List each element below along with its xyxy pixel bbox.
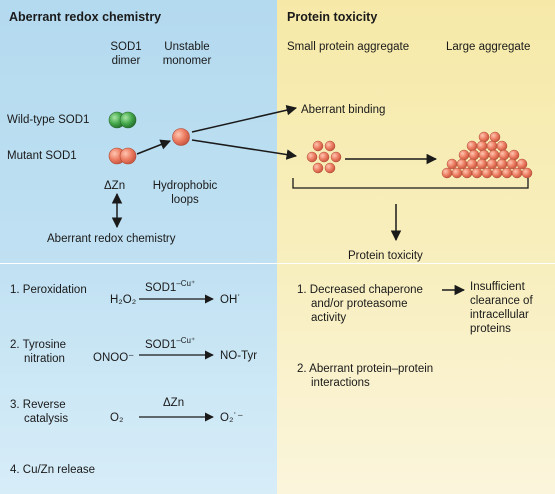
mutant-to-monomer-arrow	[136, 139, 171, 155]
aggregate-ball	[486, 140, 498, 152]
large-aggregate-icon	[441, 131, 533, 179]
aggregate-ball	[508, 149, 520, 161]
right-panel	[277, 0, 555, 494]
aggregate-bracket	[292, 178, 529, 189]
aggregate-ball	[456, 158, 468, 170]
aggregate-ball	[486, 158, 498, 170]
insufficient-clearance-label: Insufficient clearance of intracellular …	[470, 281, 533, 335]
aggregate-ball	[488, 149, 500, 161]
substrate-1: H₂O₂	[110, 294, 137, 306]
wildtype-dimer-icon	[108, 111, 137, 129]
unstable-monomer-icon	[172, 128, 190, 146]
aggregate-ball	[476, 158, 488, 170]
aggregate-ball	[468, 149, 480, 161]
product-3: O₂˙⁻	[220, 412, 244, 424]
reaction-label-4: 4. Cu/Zn release	[10, 464, 96, 476]
mutant-sod1-label: Mutant SOD1	[7, 150, 77, 162]
aggregate-ball	[441, 167, 453, 179]
catalyst-1: SOD1–Cu⁺	[145, 279, 196, 294]
aggregate-ball	[458, 149, 470, 161]
aggregate-ball	[466, 140, 478, 152]
monomer-to-aggregate-arrow	[191, 139, 298, 160]
right-title: Protein toxicity	[287, 10, 378, 24]
aggregate-ball	[496, 140, 508, 152]
product-2: NO-Tyr	[220, 350, 258, 362]
right-separator	[277, 263, 555, 264]
aberrant-binding-label: Aberrant binding	[301, 104, 386, 116]
aggregate-ball	[501, 167, 513, 179]
aggregate-ball	[496, 158, 508, 170]
catalyst-2: SOD1–Cu⁺	[145, 336, 196, 351]
aggregate-ball	[481, 167, 493, 179]
aggregate-ball	[516, 158, 528, 170]
mutant-dimer-icon	[108, 147, 137, 165]
aggregate-ball	[466, 158, 478, 170]
right-item-1: 1. Decreased chaperone and/or proteasome…	[297, 284, 423, 324]
small-aggregate-label: Small protein aggregate	[287, 41, 410, 53]
left-panel	[0, 0, 277, 494]
aggregate-ball	[506, 158, 518, 170]
substrate-3: O₂	[110, 412, 124, 424]
aggregate-ball	[489, 131, 501, 143]
aggregate-ball	[471, 167, 483, 179]
right-item-2: 2. Aberrant protein–protein interactions	[297, 363, 434, 389]
aggregate-ball	[446, 158, 458, 170]
product-1: OH˙	[220, 294, 242, 306]
small-aggregate-icon	[306, 140, 342, 174]
aberrant-redox-label: Aberrant redox chemistry	[47, 233, 176, 245]
aggregate-ball	[478, 149, 490, 161]
aggregate-ball	[476, 140, 488, 152]
aggregate-ball	[511, 167, 523, 179]
left-separator	[0, 263, 277, 264]
catalyst-3: ΔZn	[163, 397, 185, 409]
substrate-2: ONOO⁻	[93, 352, 135, 364]
wildtype-sod1-label: Wild-type SOD1	[7, 114, 90, 126]
aggregate-ball	[491, 167, 503, 179]
aggregate-ball	[521, 167, 533, 179]
monomer-to-binding-arrow	[191, 105, 298, 133]
left-title: Aberrant redox chemistry	[9, 10, 162, 24]
aggregate-ball	[461, 167, 473, 179]
reaction-label-1: 1. Peroxidation	[10, 284, 87, 296]
aggregate-ball	[451, 167, 463, 179]
protein-toxicity-label: Protein toxicity	[348, 250, 423, 262]
aggregate-ball	[498, 149, 510, 161]
large-aggregate-label: Large aggregate	[446, 41, 531, 53]
delta-zn-label: ΔZn	[104, 180, 126, 192]
aggregate-ball	[478, 131, 490, 143]
